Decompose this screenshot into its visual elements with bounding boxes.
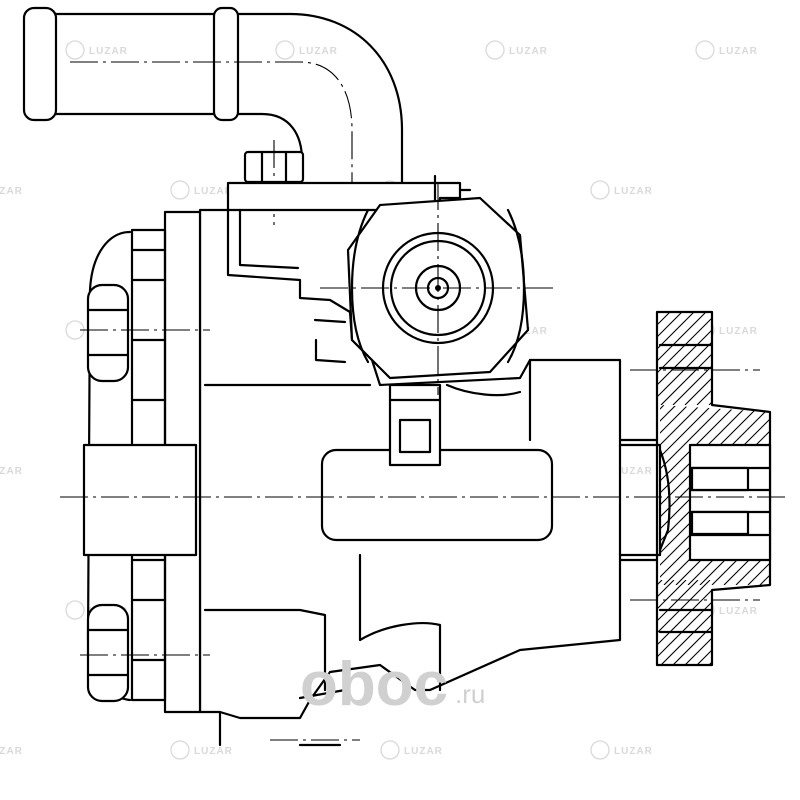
section-hatch-line (657, 580, 675, 665)
watermark-text: LUZAR (89, 46, 128, 57)
watermark-text: LUZAR (299, 46, 338, 57)
section-hatch-line (657, 312, 712, 405)
watermark-text: LUZAR (194, 746, 233, 757)
watermark-text: LUZAR (0, 186, 23, 197)
site-logo-suffix: .ru (455, 679, 485, 709)
section-hatch-line (793, 580, 800, 665)
watermark-text: LUZAR (614, 186, 653, 197)
section-hatch-line (684, 312, 712, 405)
watermark-emblem-icon (590, 740, 610, 760)
section-hatch-line (660, 580, 712, 665)
watermark-text: LUZAR (719, 326, 758, 337)
watermark: LUZAR (590, 180, 653, 200)
watermark: LUZAR (380, 740, 443, 760)
section-hatch-line (772, 405, 800, 585)
section-hatch-line (657, 580, 712, 665)
section-hatch-line (684, 580, 712, 665)
inlet-pipe (22, 6, 404, 200)
section-hatch-line (781, 312, 800, 405)
section-hatch-line (657, 580, 699, 665)
watermark-emblem-icon (380, 740, 400, 760)
watermark: LUZAR (170, 180, 233, 200)
section-hatch-line (660, 405, 725, 585)
section-hatch-line (657, 580, 712, 665)
site-logo: oboc .ru (300, 650, 485, 719)
watermark-emblem-icon (170, 180, 190, 200)
watermark-text: LUZAR (0, 466, 23, 477)
section-hatch-line (784, 405, 800, 585)
watermark-text: LUZAR (404, 746, 443, 757)
section-hatch-line (708, 580, 712, 665)
watermark: LUZAR (590, 740, 653, 760)
watermark: LUZAR (0, 466, 23, 477)
section-hatch-line (660, 405, 770, 585)
section-hatch-line (769, 312, 800, 405)
watermark-emblem-icon (170, 740, 190, 760)
section-hatch-line (796, 405, 800, 585)
watermark-emblem-icon (695, 40, 715, 60)
watermark-text: LUZAR (719, 606, 758, 617)
section-hatch-line (769, 580, 800, 665)
watermark-text: LUZAR (509, 46, 548, 57)
section-hatch-line (660, 405, 749, 585)
watermark-emblem-icon (485, 40, 505, 60)
watermark-text: LUZAR (719, 46, 758, 57)
section-hatch-line (745, 580, 800, 665)
section-hatch-line (660, 312, 712, 405)
section-hatch-line (660, 405, 713, 585)
section-hatch-line (757, 312, 800, 405)
section-hatch-line (657, 580, 687, 665)
section-hatch-line (657, 312, 695, 405)
watermark: LUZAR (0, 746, 23, 757)
section-hatch-line (672, 312, 712, 405)
watermark: LUZAR (695, 40, 758, 60)
section-hatch-line (781, 580, 800, 665)
watermark: LUZAR (275, 40, 338, 60)
section-hatch-line (657, 312, 712, 405)
watermark-emblem-icon (590, 180, 610, 200)
section-hatch-line (657, 580, 711, 665)
section-hatch-line (696, 580, 712, 665)
watermark-text: LUZAR (614, 746, 653, 757)
site-logo-word: oboc (300, 650, 448, 719)
watermark: LUZAR (65, 40, 128, 60)
section-hatch-line (733, 580, 800, 665)
section-hatch-line (672, 580, 712, 665)
pulley-hub (618, 310, 800, 667)
section-hatch-line (657, 312, 712, 405)
pump-body (82, 174, 662, 747)
watermark: LUZAR (485, 40, 548, 60)
watermark: LUZAR (170, 740, 233, 760)
section-hatch-line (793, 312, 800, 405)
section-hatch-line (721, 580, 800, 665)
watermark-text: LUZAR (0, 746, 23, 757)
watermark-emblem-icon (65, 600, 85, 620)
section-hatch-line (757, 580, 800, 665)
section-hatch-line (660, 405, 737, 585)
watermark-emblem-icon (65, 40, 85, 60)
watermark: LUZAR (0, 186, 23, 197)
watermark-text: LUZAR (194, 186, 233, 197)
section-hatch-line (657, 312, 683, 405)
outlet-fitting (320, 182, 555, 395)
section-hatch-line (657, 312, 707, 405)
watermark-text: LUZAR (614, 466, 653, 477)
section-hatch-line (660, 405, 701, 585)
watermark-emblem-icon (275, 40, 295, 60)
